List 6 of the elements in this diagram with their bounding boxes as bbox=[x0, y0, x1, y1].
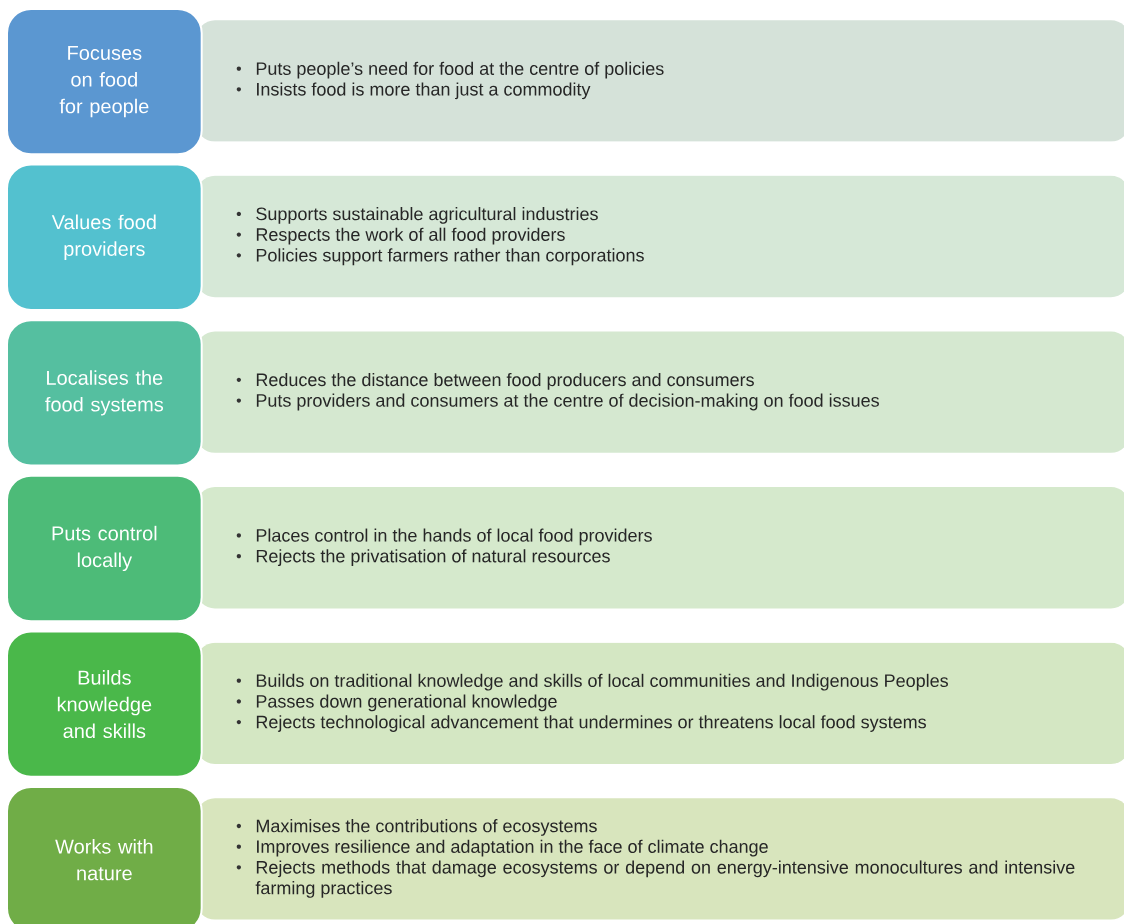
category-box: Values food providers bbox=[6, 163, 203, 311]
category-box: Works with nature bbox=[6, 786, 203, 924]
category-box: Builds knowledge and skills bbox=[6, 630, 203, 778]
category-box: Focuses on food for people bbox=[6, 8, 203, 156]
category-box: Puts control locally bbox=[6, 474, 203, 623]
category-box: Localises the food systems bbox=[6, 319, 203, 467]
